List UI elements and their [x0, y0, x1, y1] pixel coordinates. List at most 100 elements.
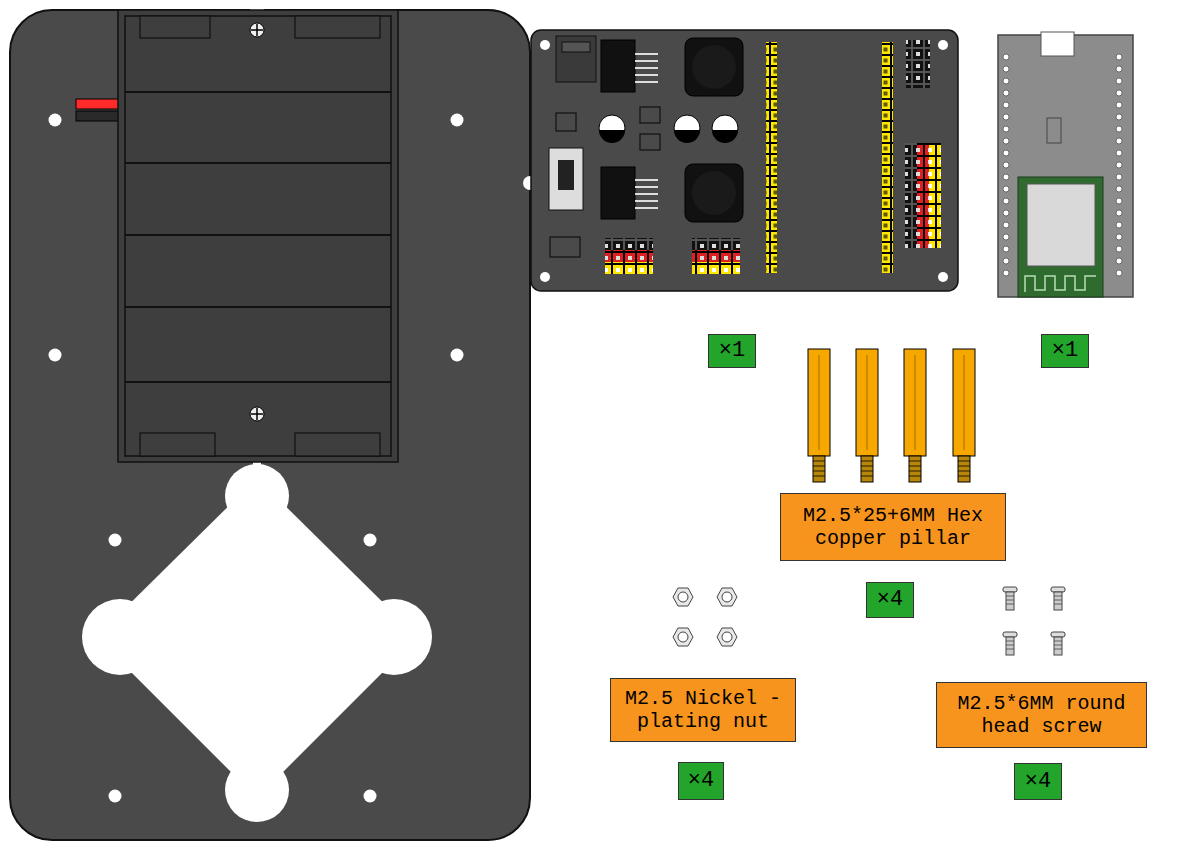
hole [109, 790, 122, 803]
screw-slot [251, 24, 263, 36]
pillar-edge [867, 355, 868, 450]
inductor-core [692, 171, 736, 215]
regulator-pins [635, 180, 658, 208]
usb-port [1041, 32, 1074, 56]
pillar-thread [958, 456, 970, 482]
chip [1047, 118, 1061, 143]
pin-header [605, 238, 653, 250]
small-parts [550, 107, 660, 257]
black-wire [76, 111, 119, 121]
screw [1003, 632, 1017, 655]
hole [451, 349, 464, 362]
pillar-body [808, 349, 830, 456]
part-label-box: M2.5 Nickel -plating nut [610, 678, 796, 742]
nut [673, 588, 693, 606]
cutout-lobe [82, 599, 158, 675]
pillar-thread [813, 456, 825, 482]
hole [364, 534, 377, 547]
part-name: M2.5 Nickel -plating nut [616, 687, 790, 733]
quantity-text: ×4 [688, 768, 714, 793]
hole [938, 272, 948, 282]
pillar [904, 349, 926, 482]
holder-tabs [140, 16, 380, 456]
pin-header [766, 42, 777, 273]
divider [125, 306, 391, 308]
pillar-thread [909, 456, 921, 482]
copper-pillars [808, 349, 975, 482]
hole [540, 40, 550, 50]
holder-screws [250, 23, 264, 421]
pin-header [882, 42, 893, 273]
pillar-body [904, 349, 926, 456]
pin-header [905, 143, 917, 248]
inductor-core [692, 45, 736, 89]
screw-slot [251, 408, 263, 420]
power-jack [556, 36, 596, 82]
pillar-edge [819, 355, 820, 450]
hole [364, 790, 377, 803]
cutout-lobe [356, 599, 432, 675]
pin-header [692, 250, 740, 262]
quantity-box: ×1 [1041, 334, 1089, 368]
part-label-box: M2.5*6MM round head screw [936, 682, 1147, 748]
hole [109, 534, 122, 547]
nuts [673, 588, 737, 646]
quantity-text: ×1 [719, 338, 745, 363]
divider [125, 381, 391, 383]
switch-slider [558, 160, 574, 190]
pillar-body [856, 349, 878, 456]
esp32-board [998, 32, 1133, 297]
screw [1051, 632, 1065, 655]
pin-header [917, 143, 929, 248]
hole [540, 272, 550, 282]
pillar [856, 349, 878, 482]
part-label-box: M2.5*25+6MM Hex copper pillar [780, 493, 1006, 561]
quantity-text: ×1 [1052, 338, 1078, 363]
divider [125, 234, 391, 236]
pin-header [929, 143, 941, 248]
pillar [953, 349, 975, 482]
part-name: M2.5*25+6MM Hex copper pillar [786, 504, 1000, 550]
tab [295, 433, 380, 456]
pin-header [692, 262, 740, 274]
inductor [685, 164, 743, 222]
nut [673, 628, 693, 646]
screw-head [250, 23, 264, 37]
quantity-text: ×4 [877, 587, 903, 612]
regulator [601, 40, 635, 92]
pillar-edge [964, 355, 965, 450]
divider [125, 91, 391, 93]
hole [49, 114, 62, 127]
nut [717, 588, 737, 606]
tab [295, 16, 380, 38]
pin-header [605, 250, 653, 262]
pillar-thread [861, 456, 873, 482]
quantity-box: ×4 [678, 762, 724, 800]
cutout-lobe [225, 758, 289, 822]
board-holes [540, 40, 948, 282]
pillar [808, 349, 830, 482]
pillar-edge [915, 355, 916, 450]
divider [125, 162, 391, 164]
expansion-board [531, 30, 958, 291]
quantity-box: ×4 [1014, 763, 1062, 800]
pin-header [692, 238, 740, 250]
power-jack [562, 42, 590, 52]
screws [1003, 587, 1065, 655]
quantity-text: ×4 [1025, 769, 1051, 794]
hole [451, 114, 464, 127]
pin-header [605, 262, 653, 274]
regulator-pins [635, 54, 658, 82]
holder-inner [125, 16, 391, 456]
holder-body [118, 10, 398, 462]
wifi-module [1018, 177, 1103, 297]
pillar-body [953, 349, 975, 456]
quantity-box: ×4 [866, 582, 914, 618]
red-wire [76, 99, 119, 109]
tab [140, 16, 210, 38]
battery-holder [118, 10, 398, 462]
cutout-slot [253, 462, 261, 476]
cell-dividers [125, 92, 391, 382]
board-body [531, 30, 958, 291]
